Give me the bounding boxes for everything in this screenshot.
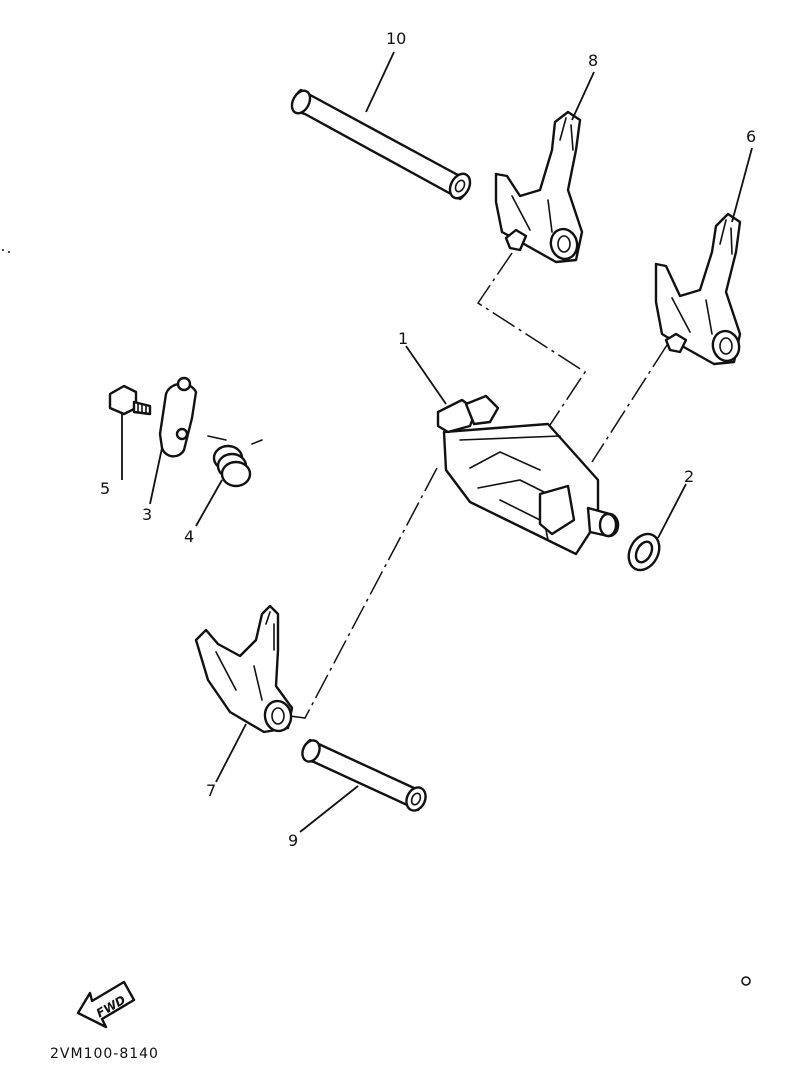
callout-numbers: 1 2 3 4 5 6 7 8 9 10 xyxy=(100,29,756,850)
edge-marks xyxy=(2,249,10,253)
bolt xyxy=(108,384,152,416)
alignment-lines xyxy=(289,252,668,719)
callout-7: 7 xyxy=(206,781,216,800)
diagram-code: 2VM100-8140 xyxy=(50,1046,159,1062)
guide-bar-upper xyxy=(290,88,472,201)
callout-9: 9 xyxy=(288,831,298,850)
shift-fork-right xyxy=(654,212,742,366)
callout-4: 4 xyxy=(184,527,194,546)
callout-5: 5 xyxy=(100,479,110,498)
leader-lines xyxy=(121,51,753,833)
shift-fork-upper xyxy=(494,110,584,264)
fwd-arrow-icon: FWD xyxy=(76,980,136,1029)
guide-bar-lower xyxy=(301,738,427,812)
shift-fork-lower xyxy=(194,604,294,734)
callout-3: 3 xyxy=(142,505,152,524)
stopper-lever xyxy=(158,376,198,458)
callout-6: 6 xyxy=(746,127,756,146)
callout-8: 8 xyxy=(588,51,598,70)
callout-1: 1 xyxy=(398,329,408,348)
corner-mark xyxy=(741,976,751,986)
torsion-spring xyxy=(207,435,263,488)
shift-cam xyxy=(436,394,620,556)
callout-2: 2 xyxy=(684,467,694,486)
callout-10: 10 xyxy=(386,29,406,48)
washer xyxy=(627,532,661,572)
